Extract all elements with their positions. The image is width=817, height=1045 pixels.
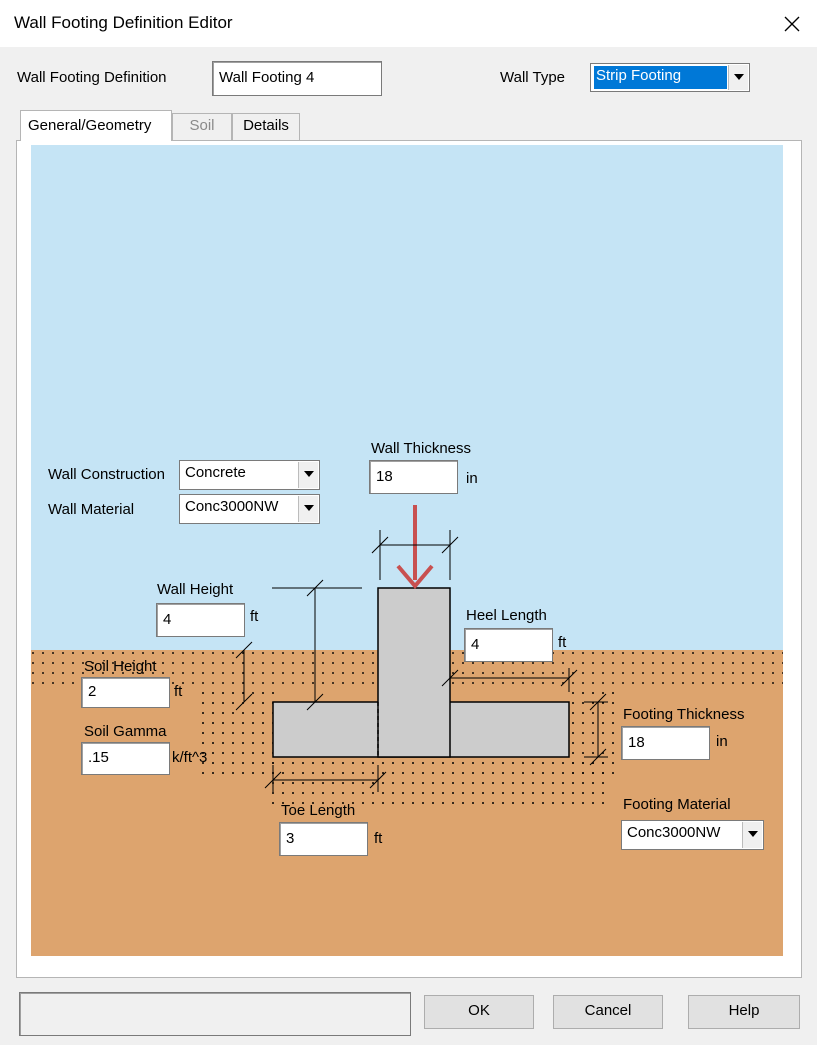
footing-material-dropdown[interactable]: Conc3000NW	[621, 820, 764, 850]
load-arrow-head	[396, 564, 434, 590]
wall-type-label: Wall Type	[500, 69, 566, 86]
status-box	[19, 992, 411, 1036]
wall-material-dropdown[interactable]: Conc3000NW	[179, 494, 320, 524]
close-button[interactable]	[770, 4, 814, 44]
tab-general-geometry[interactable]: General/Geometry	[20, 110, 172, 141]
wall-type-dropdown[interactable]: Strip Footing	[590, 63, 750, 92]
wall-type-value: Strip Footing	[594, 66, 727, 89]
soil-height-unit: ft	[174, 683, 183, 700]
tab-details[interactable]: Details	[232, 113, 300, 140]
toe-length-unit: ft	[374, 830, 383, 847]
chevron-down-icon[interactable]	[728, 65, 748, 90]
toe-length-label: Toe Length	[281, 802, 356, 819]
title-bar	[0, 0, 817, 47]
footing-thickness-label: Footing Thickness	[623, 706, 745, 723]
wall-height-input[interactable]: 4	[156, 603, 245, 637]
chevron-down-icon[interactable]	[298, 496, 318, 522]
wall-thickness-unit: in	[466, 470, 478, 487]
wall-height-label: Wall Height	[157, 581, 234, 598]
soil-gamma-label: Soil Gamma	[84, 723, 167, 740]
definition-label: Wall Footing Definition	[17, 69, 167, 86]
heel-length-label: Heel Length	[466, 607, 547, 624]
help-button[interactable]: Help	[688, 995, 800, 1029]
footing-thickness-unit: in	[716, 733, 728, 750]
soil-gamma-unit: k/ft^3	[172, 749, 208, 766]
wall-height-unit: ft	[250, 608, 259, 625]
chevron-down-icon[interactable]	[742, 822, 762, 848]
definition-name-input[interactable]: Wall Footing 4	[212, 61, 382, 96]
toe-length-input[interactable]: 3	[279, 822, 368, 856]
soil-height-label: Soil Height	[84, 658, 157, 675]
wall-thickness-label: Wall Thickness	[371, 440, 472, 457]
wall-thickness-input[interactable]: 18	[369, 460, 458, 494]
wall-material-label: Wall Material	[48, 501, 135, 518]
wall-material-value: Conc3000NW	[185, 498, 279, 515]
wall-construction-value: Concrete	[185, 464, 246, 481]
footing-thickness-input[interactable]: 18	[621, 726, 710, 760]
soil-height-input[interactable]: 2	[81, 677, 170, 708]
heel-length-unit: ft	[558, 634, 567, 651]
footing-material-value: Conc3000NW	[627, 824, 721, 841]
soil-gamma-input[interactable]: .15	[81, 742, 170, 775]
soil-dots-under	[265, 757, 605, 805]
wall-stem	[377, 587, 451, 758]
heel-length-input[interactable]: 4	[464, 628, 553, 662]
close-icon	[784, 16, 800, 32]
chevron-down-icon[interactable]	[298, 462, 318, 488]
ok-button[interactable]: OK	[424, 995, 534, 1029]
wall-construction-label: Wall Construction	[48, 466, 165, 483]
footing-material-label: Footing Material	[623, 796, 731, 813]
wall-construction-dropdown[interactable]: Concrete	[179, 460, 320, 490]
footing-diagram	[31, 145, 783, 956]
soil-dots-left	[200, 690, 275, 780]
window-title: Wall Footing Definition Editor	[14, 13, 233, 32]
sky-area	[31, 145, 783, 650]
tab-soil[interactable]: Soil	[172, 113, 232, 140]
cancel-button[interactable]: Cancel	[553, 995, 663, 1029]
